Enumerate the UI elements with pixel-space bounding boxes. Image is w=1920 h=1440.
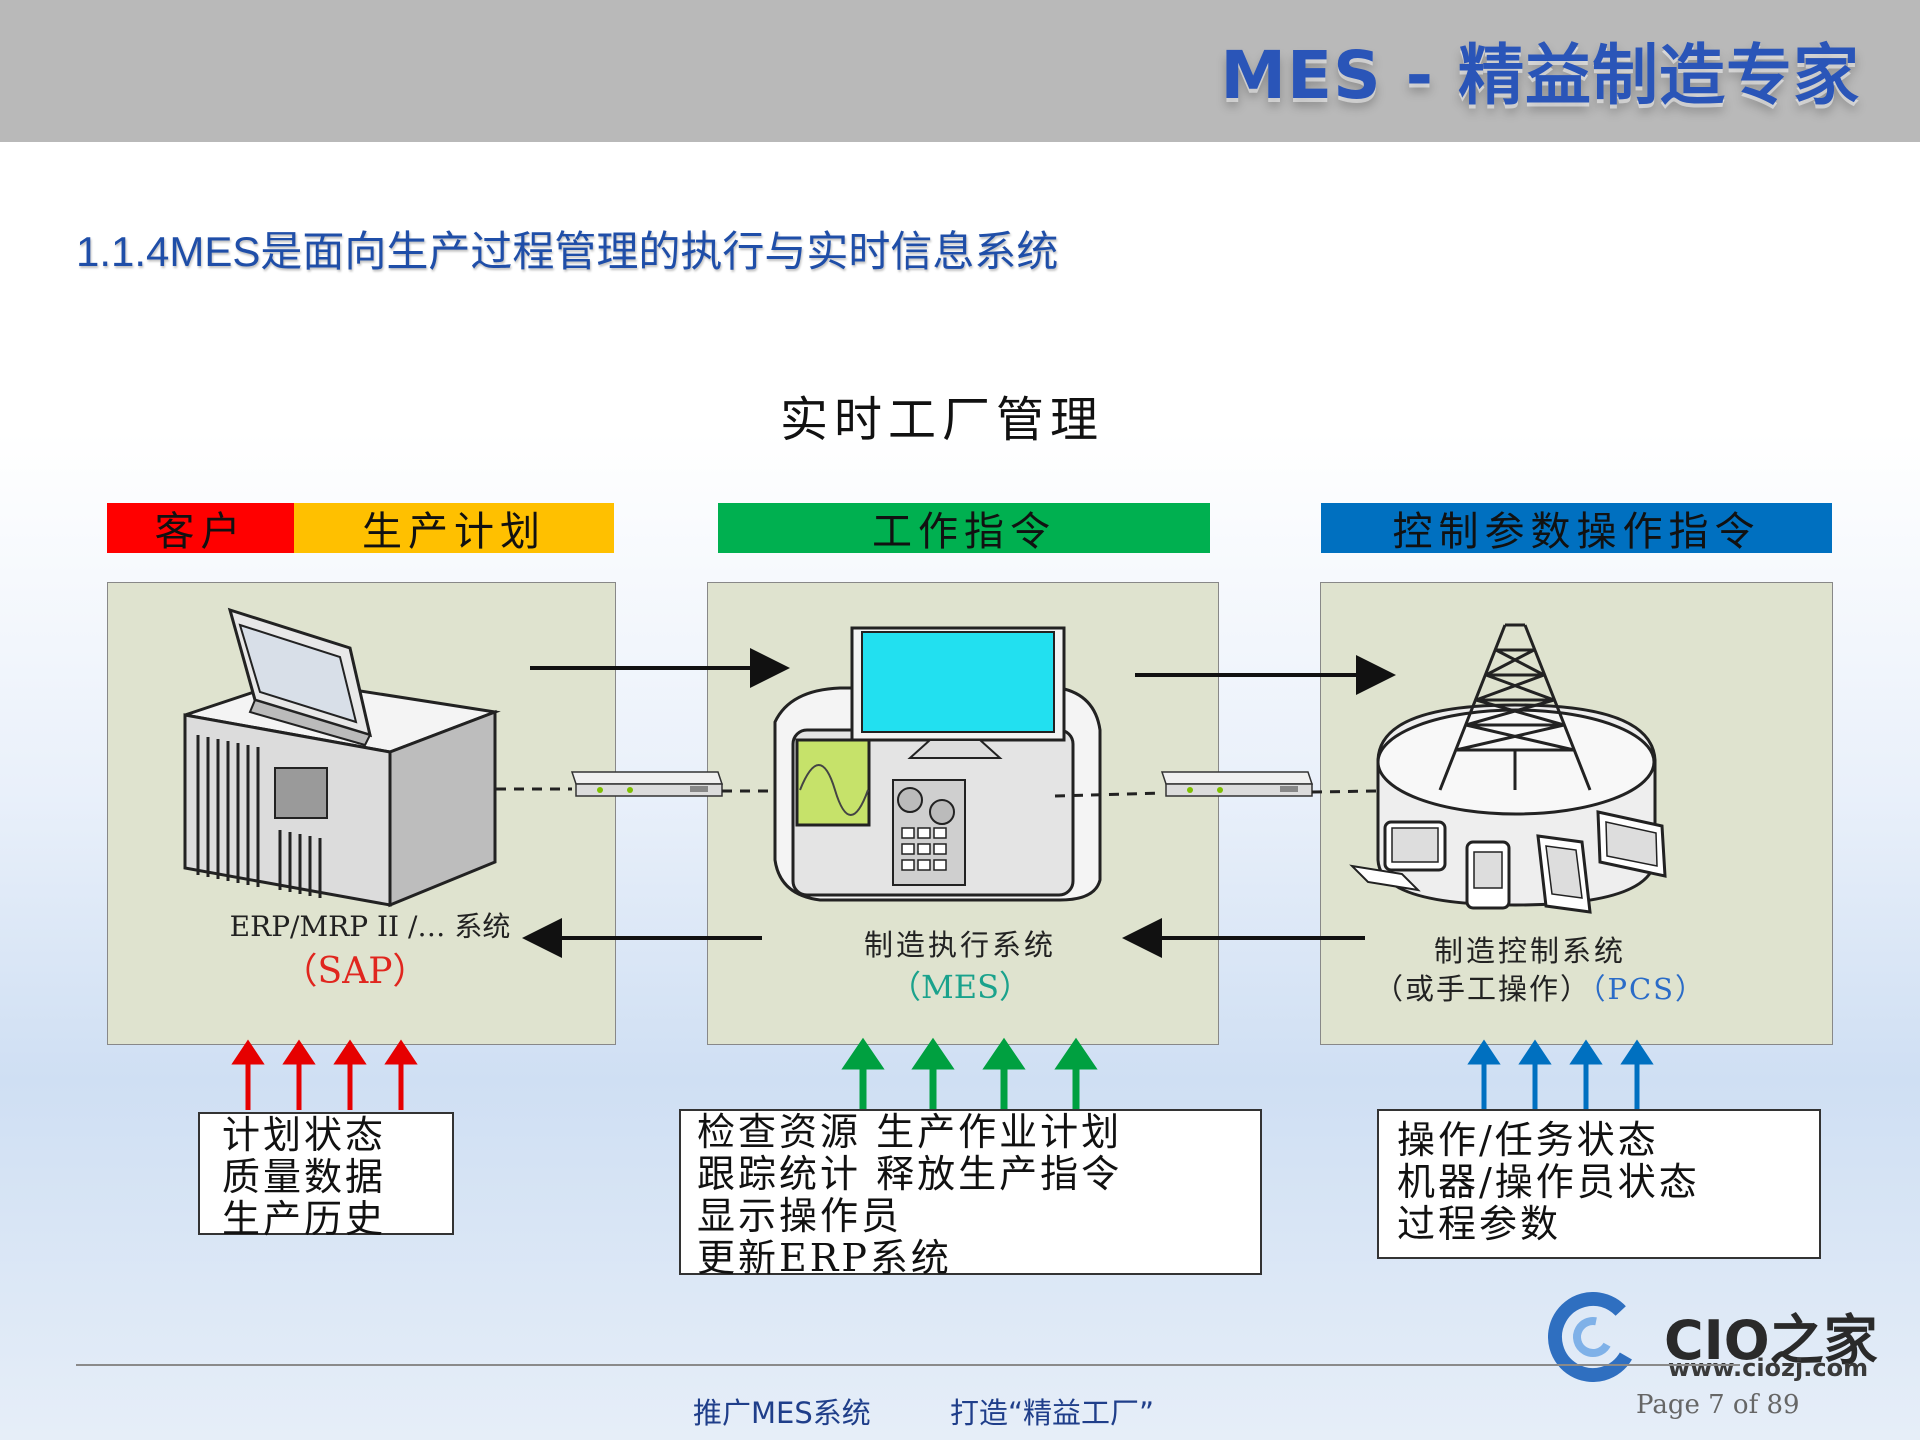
header-production-plan: 生产计划: [294, 503, 614, 555]
brand-title: MES - 精益制造专家: [1220, 37, 1860, 114]
erp-info-box: 计划状态 质量数据 生产历史: [198, 1112, 454, 1240]
header-control-params: 控制参数操作指令: [1321, 503, 1832, 555]
list-item: 检查资源 生产作业计划: [697, 1110, 1123, 1154]
header-work-instruction: 工作指令: [718, 503, 1210, 555]
list-item: 过程参数: [1397, 1202, 1562, 1246]
pcs-sub-label: （或手工操作）（PCS）: [1330, 966, 1750, 1008]
network-switch-icon: [570, 771, 724, 797]
slide-title: 1.1.4MES是面向生产过程管理的执行与实时信息系统: [76, 228, 1059, 275]
blue-up-arrows: [1467, 1039, 1654, 1110]
list-item: 操作/任务状态: [1397, 1118, 1659, 1162]
footer-divider: [76, 1364, 1740, 1366]
pcs-tower-icon: [1349, 623, 1667, 914]
green-up-arrows: [841, 1037, 1098, 1110]
erp-computer-icon: [183, 607, 501, 908]
pcs-manual-label: （或手工操作）: [1373, 972, 1591, 1006]
mes-system-label: 制造执行系统: [863, 928, 1056, 962]
list-item: 计划状态: [222, 1113, 387, 1157]
list-item: 跟踪统计 释放生产指令: [697, 1152, 1123, 1196]
cio-logo-icon: [1548, 1292, 1638, 1382]
pcs-system-label: 制造控制系统: [1433, 934, 1626, 968]
list-item: 机器/操作员状态: [1397, 1160, 1700, 1204]
header-customer: 客户: [107, 503, 294, 555]
list-item: 生产历史: [222, 1197, 387, 1241]
list-item: 显示操作员: [697, 1194, 903, 1238]
diagram-title: 实时工厂管理: [780, 392, 1105, 448]
pcs-info-box: 操作/任务状态 机器/操作员状态 过程参数: [1377, 1109, 1821, 1259]
page-number: Page 7 of 89: [1636, 1390, 1800, 1420]
erp-system-label: ERP/MRP II /… 系统: [229, 910, 511, 943]
list-item: 更新ERP系统: [697, 1236, 952, 1280]
mes-machine-icon: [773, 626, 1102, 902]
header-bar: [0, 0, 1920, 142]
mes-abbr-label: （MES）: [888, 968, 1032, 1006]
footer-slogan-2: 打造“精益工厂”: [950, 1396, 1155, 1430]
mes-info-box: 检查资源 生产作业计划 跟踪统计 释放生产指令 显示操作员 更新ERP系统: [679, 1109, 1262, 1279]
list-item: 质量数据: [222, 1155, 387, 1199]
logo-url: www.ciozj.com: [1668, 1354, 1869, 1382]
erp-sap-label: （SAP）: [281, 951, 429, 992]
logo-text: CIO之家: [1664, 1309, 1878, 1372]
network-switch-icon: [1160, 771, 1314, 797]
pcs-abbr-label: （PCS）: [1590, 972, 1707, 1006]
footer-slogan-1: 推广MES系统: [693, 1396, 871, 1430]
red-up-arrows: [231, 1039, 418, 1110]
